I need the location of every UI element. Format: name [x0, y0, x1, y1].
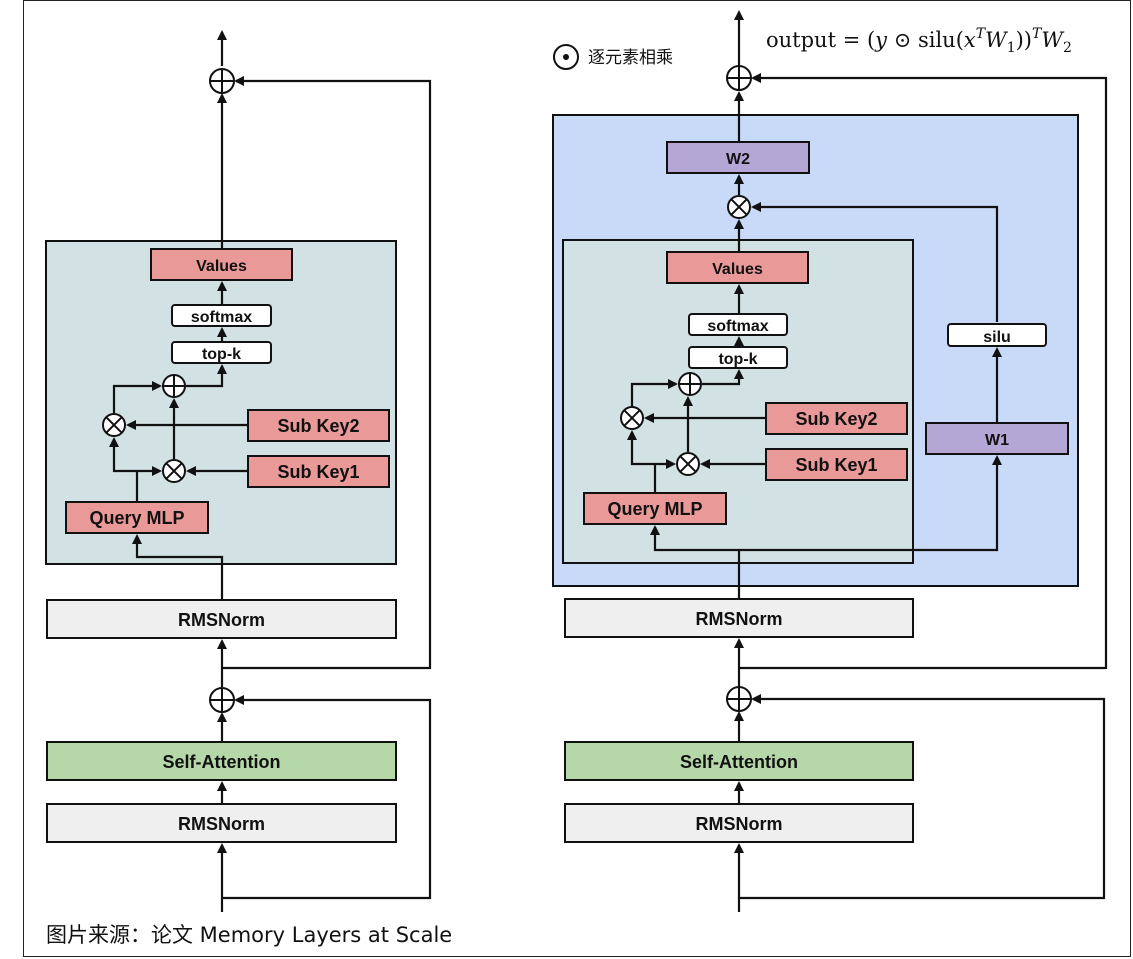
formula: output = (y ⊙ silu(xTW1))TW2: [766, 26, 1072, 56]
right-silu-label: silu: [983, 329, 1011, 346]
right-self-attention-label: Self-Attention: [680, 752, 798, 772]
left-query-mlp-box: [65, 501, 209, 534]
right-score-add-icon: [678, 372, 702, 396]
left-rmsnorm-top-label: RMSNorm: [178, 610, 265, 630]
left-self-attention-box: [46, 741, 397, 781]
left-diagram: Values softmax top-k: [45, 30, 432, 912]
left-residual-add-top-icon: [209, 68, 235, 94]
legend: 逐元素相乘: [553, 44, 673, 70]
left-subkey2-label: Sub Key2: [277, 416, 359, 436]
elementwise-product-icon: [553, 44, 579, 70]
formula-text: output = (y ⊙ silu(xTW1))TW2: [766, 26, 1072, 56]
left-subkey1-label: Sub Key1: [277, 462, 359, 482]
right-softmax-box: [688, 313, 788, 336]
right-w2-label: W2: [726, 151, 750, 168]
right-values-box: [666, 251, 809, 284]
left-key1-product-icon: [162, 459, 186, 483]
right-rmsnorm-top-box: [564, 598, 914, 638]
left-softmax-box: [171, 304, 272, 327]
right-diagram: W2 Values softmax top-k: [552, 10, 1108, 912]
right-subkey1-box: [765, 448, 908, 481]
right-key2-product-icon: [620, 406, 644, 430]
left-softmax-label: softmax: [191, 309, 252, 326]
right-subkey2-box: [765, 402, 908, 435]
right-topk-label: top-k: [718, 351, 757, 368]
right-subkey1-label: Sub Key1: [795, 455, 877, 475]
right-residual-add-top-icon: [726, 65, 752, 91]
right-values-label: Values: [712, 261, 763, 278]
left-rmsnorm-bottom-box: [46, 803, 397, 843]
caption: 图片来源：论文 Memory Layers at Scale: [46, 923, 452, 947]
left-subkey2-box: [247, 409, 390, 442]
right-self-attention-box: [564, 741, 914, 781]
right-w1-label: W1: [985, 432, 1009, 449]
right-rmsnorm-bottom-box: [564, 803, 914, 843]
left-rmsnorm-bottom-label: RMSNorm: [178, 814, 265, 834]
left-self-attention-label: Self-Attention: [163, 752, 281, 772]
right-query-mlp-label: Query MLP: [607, 499, 702, 519]
right-w2-box: [666, 141, 810, 174]
left-topk-label: top-k: [202, 346, 241, 363]
left-key2-product-icon: [102, 413, 126, 437]
left-topk-box: [171, 341, 272, 364]
left-query-mlp-label: Query MLP: [89, 508, 184, 528]
right-w1-box: [925, 422, 1069, 455]
legend-text: 逐元素相乘: [588, 48, 673, 68]
right-rmsnorm-top-label: RMSNorm: [695, 609, 782, 629]
left-rmsnorm-top-box: [46, 599, 397, 639]
right-key1-product-icon: [676, 452, 700, 476]
right-softmax-label: softmax: [707, 318, 768, 335]
right-topk-box: [688, 346, 788, 369]
left-subkey1-box: [247, 455, 390, 488]
right-query-mlp-box: [583, 492, 727, 525]
right-residual-add-bottom-icon: [726, 686, 752, 712]
left-residual-add-bottom-icon: [209, 687, 235, 713]
left-values-box: [150, 248, 293, 281]
right-subkey2-label: Sub Key2: [795, 409, 877, 429]
right-rmsnorm-bottom-label: RMSNorm: [695, 814, 782, 834]
left-values-label: Values: [196, 258, 247, 275]
right-gate-product-icon: [727, 195, 751, 219]
left-score-add-icon: [162, 374, 186, 398]
right-silu-box: [947, 323, 1047, 347]
